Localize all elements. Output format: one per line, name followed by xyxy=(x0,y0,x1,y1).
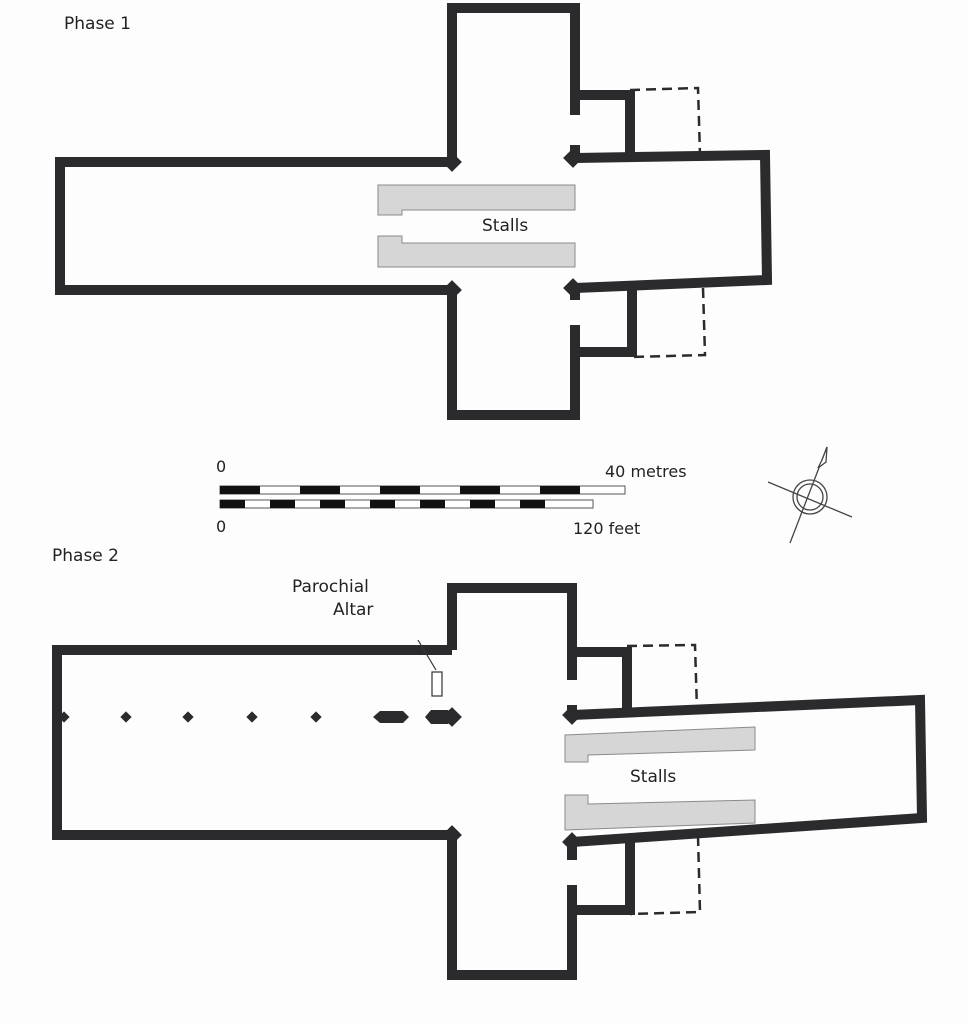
scale-feet-zero: 0 xyxy=(216,517,227,536)
phase2-se-chapel-extension xyxy=(629,835,702,916)
phase1-south-transept xyxy=(447,290,580,420)
phase2-plan xyxy=(52,583,928,980)
north-arrow-icon xyxy=(767,446,853,544)
altar-label: Altar xyxy=(333,600,374,620)
phase2-se-chapel xyxy=(572,840,635,915)
phase2-north-transept xyxy=(447,583,577,715)
phase1-nave-walls xyxy=(55,157,452,295)
phase2-south-stalls xyxy=(564,794,756,831)
scale-metres-label: 40 metres xyxy=(605,462,687,481)
scale-feet-label: 120 feet xyxy=(573,519,641,538)
phase2-crossing-piers xyxy=(442,705,582,852)
phase1-ne-chapel-extension xyxy=(629,86,702,156)
phase2-nave-piers xyxy=(58,710,455,724)
phase1-se-chapel-extension xyxy=(631,287,707,359)
scale-bars xyxy=(219,485,626,509)
parochial-label: Parochial xyxy=(292,577,369,597)
phase1-title: Phase 1 xyxy=(64,14,131,34)
phase2-title: Phase 2 xyxy=(52,546,119,566)
phase1-se-chapel xyxy=(575,288,637,357)
phase1-plan xyxy=(55,3,773,420)
phase2-nave-walls xyxy=(52,645,452,840)
altar-leader-line xyxy=(417,639,437,671)
parochial-altar xyxy=(431,671,443,697)
phase2-stalls-label: Stalls xyxy=(630,767,677,787)
phase1-south-stalls xyxy=(377,235,576,268)
phase2-north-stalls xyxy=(564,726,756,763)
phase2-ne-chapel-extension xyxy=(626,643,699,711)
scale-metres-zero: 0 xyxy=(216,457,227,476)
phase1-chancel xyxy=(574,149,773,293)
phase1-ne-chapel xyxy=(575,90,635,157)
phase2-chancel xyxy=(571,694,928,847)
phase1-north-stalls xyxy=(377,184,576,216)
phase2-south-transept xyxy=(447,835,577,980)
phase2-ne-chapel xyxy=(572,647,632,713)
phase1-north-transept xyxy=(447,3,580,162)
phase1-stalls-label: Stalls xyxy=(482,216,529,236)
